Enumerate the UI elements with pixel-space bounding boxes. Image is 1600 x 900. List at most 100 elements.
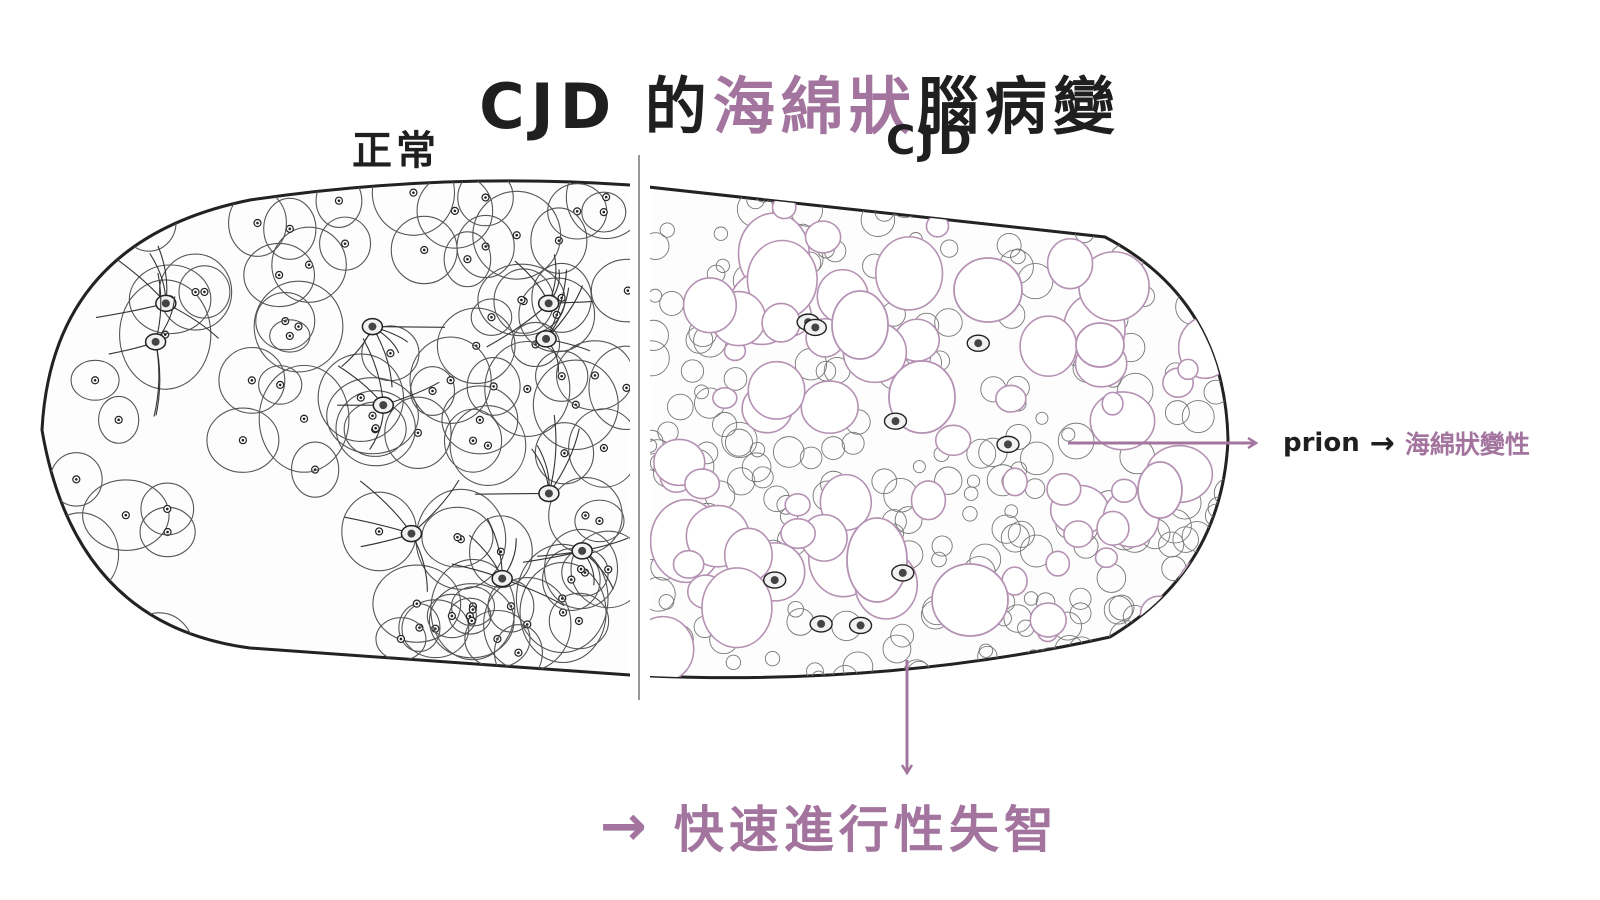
small-cell [1018, 658, 1039, 678]
cell [426, 593, 477, 639]
cell-nucleus [45, 622, 55, 632]
neuron-nucleus [817, 619, 826, 628]
outcome-label: 快速進行性失智 [673, 801, 1059, 859]
nucleolus [277, 273, 281, 277]
neuron-nucleus [578, 546, 587, 555]
small-cell [882, 634, 912, 664]
nucleolus [431, 389, 434, 393]
nucleolus [412, 191, 415, 194]
small-cell [1020, 441, 1054, 476]
nucleolus [415, 602, 419, 605]
nucleolus [484, 196, 487, 199]
cell [470, 298, 513, 336]
small-cell [821, 436, 846, 461]
vacuole [1063, 520, 1094, 548]
nucleolus [450, 614, 454, 618]
small-cell [1180, 252, 1212, 283]
cell-nucleus [155, 645, 164, 655]
nucleolus [117, 418, 120, 422]
cell [206, 407, 280, 473]
nucleolus [563, 451, 566, 455]
nucleolus [499, 550, 503, 553]
cell [416, 180, 494, 249]
small-cell [982, 189, 1017, 224]
small-cell [912, 460, 926, 474]
small-cell [751, 466, 774, 489]
neuron-nucleus [898, 568, 907, 577]
cell [243, 242, 316, 308]
large-vacuole [846, 517, 908, 603]
cell [258, 364, 350, 473]
arrow-right-icon: → [600, 793, 652, 859]
nucleolus [371, 414, 374, 418]
cell [443, 231, 492, 288]
cell [441, 385, 519, 455]
vacuole [1175, 555, 1228, 631]
cell [371, 180, 456, 236]
nucleolus [49, 246, 53, 250]
cell [457, 180, 514, 227]
small-cell [1213, 477, 1228, 509]
cell [450, 586, 496, 627]
cell-nucleus [92, 232, 101, 242]
neuron-nucleus [544, 489, 553, 498]
cell [269, 319, 311, 353]
nucleolus [577, 619, 581, 623]
neuron-nucleus [770, 576, 779, 585]
cell [42, 223, 82, 274]
small-cell [694, 384, 709, 400]
neuron-nucleus [379, 401, 388, 410]
nucleolus [307, 263, 311, 267]
nucleolus [515, 233, 519, 237]
title-suffix: 腦病變 [916, 69, 1121, 143]
cell [565, 180, 630, 240]
nucleolus [359, 396, 363, 399]
nucleolus [492, 385, 495, 388]
cell [436, 307, 516, 385]
small-cell [1061, 427, 1076, 442]
small-cell [1109, 637, 1141, 669]
cell [82, 479, 170, 551]
vacuole [701, 567, 773, 649]
small-cell [978, 643, 994, 658]
nucleolus [256, 221, 259, 225]
nucleolus [453, 209, 457, 213]
vacuole [1002, 467, 1028, 497]
small-cell [1155, 243, 1174, 262]
nucleolus [416, 431, 420, 435]
vacuole [1019, 315, 1078, 377]
small-cell [799, 446, 823, 470]
vacuole [969, 180, 1012, 222]
nucleolus [165, 507, 169, 511]
small-cell [1023, 591, 1039, 606]
vacuole [1094, 547, 1119, 569]
neuron-nucleus [811, 323, 820, 332]
nucleolus [75, 478, 78, 481]
cell [253, 280, 344, 373]
cell [255, 291, 316, 351]
nucleolus [471, 608, 475, 611]
vacuole [804, 220, 842, 254]
nucleolus [490, 315, 493, 319]
nucleolus [526, 387, 529, 391]
cell [317, 353, 405, 442]
cell [290, 441, 340, 498]
neuron-nucleus [544, 299, 553, 308]
small-cell [1170, 180, 1206, 214]
nucleolus [124, 513, 128, 517]
nucleolus [468, 614, 472, 618]
neuron-nucleus [1003, 440, 1012, 449]
nucleolus [92, 184, 96, 188]
vacuole [747, 360, 806, 420]
small-cell [1010, 248, 1026, 265]
nucleolus [470, 619, 474, 623]
nucleolus [478, 418, 482, 422]
vacuole [1029, 602, 1067, 638]
small-cell [650, 232, 670, 260]
small-cell [725, 654, 742, 671]
nucleolus [147, 221, 151, 224]
cell [335, 390, 416, 467]
small-cell [764, 651, 781, 667]
vacuole [780, 517, 817, 550]
